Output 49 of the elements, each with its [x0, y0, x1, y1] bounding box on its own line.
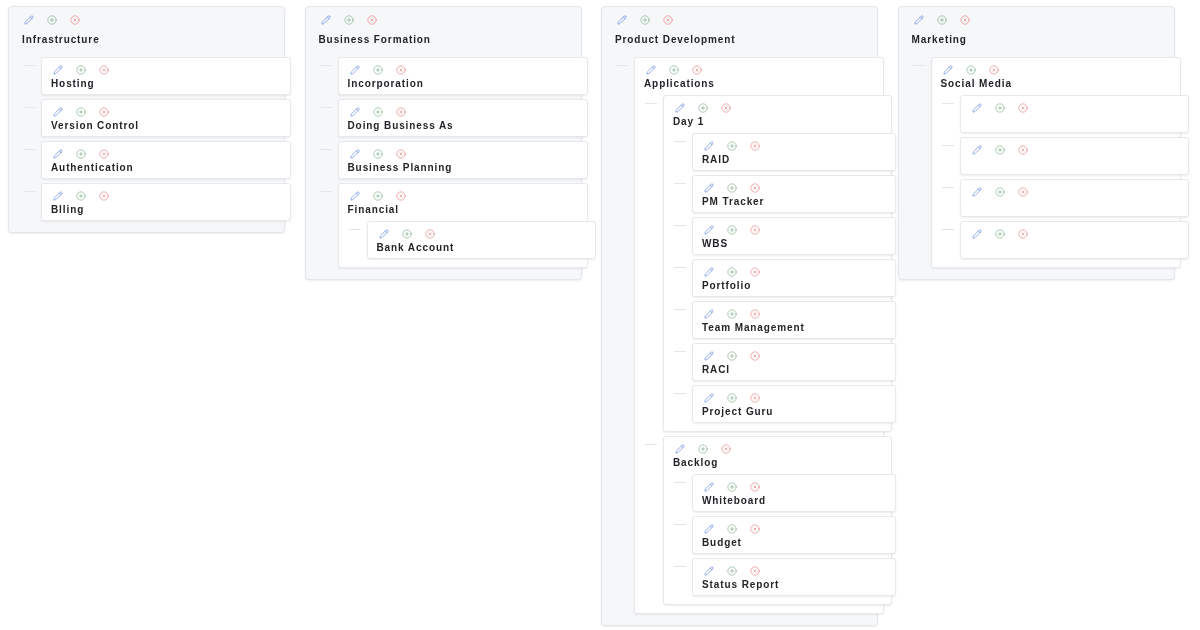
item-title: Applications [644, 77, 716, 90]
item-title: Hosting [51, 77, 96, 90]
item-card [337, 99, 588, 137]
item-card [692, 259, 896, 297]
item-title: Authentication [51, 161, 135, 174]
item-title: Financial [347, 203, 400, 216]
item-card [337, 57, 588, 95]
item-card [692, 301, 896, 339]
item-title: Doing Business As [347, 119, 455, 132]
item-card [959, 179, 1189, 217]
item-card [959, 137, 1189, 175]
item-title: PM Tracker [702, 195, 766, 208]
item-card [366, 221, 596, 259]
item-card [692, 175, 896, 213]
item-title: Social Media [940, 77, 1013, 90]
item-card [692, 343, 896, 381]
item-card [959, 95, 1189, 133]
item-card [692, 133, 896, 171]
item-card [337, 141, 588, 179]
item-title: Whiteboard [702, 494, 767, 507]
item-title: Backlog [673, 456, 720, 469]
item-card [959, 221, 1189, 259]
item-card [41, 141, 291, 179]
category-title: Infrastructure [22, 33, 101, 46]
item-card [692, 558, 896, 596]
item-title: Day 1 [673, 115, 706, 128]
item-title: WBS [702, 237, 730, 250]
item-card [41, 57, 291, 95]
item-card [41, 183, 291, 221]
item-card [692, 474, 896, 512]
category-title: Product Development [615, 33, 737, 46]
item-card [692, 516, 896, 554]
item-title: Business Planning [347, 161, 454, 174]
item-card [692, 217, 896, 255]
item-title: RAID [702, 153, 732, 166]
item-card [41, 99, 291, 137]
item-title: RACI [702, 363, 732, 376]
item-title: Status Report [702, 578, 781, 591]
item-title: Blling [51, 203, 86, 216]
item-title: Incorporation [347, 77, 425, 90]
item-title: Portfolio [702, 279, 753, 292]
item-title: Bank Account [376, 241, 456, 254]
category-title: Business Formation [318, 33, 432, 46]
category-title: Marketing [911, 33, 968, 46]
item-title: Version Control [51, 119, 140, 132]
item-title: Budget [702, 536, 743, 549]
item-card [692, 385, 896, 423]
item-title: Project Guru [702, 405, 775, 418]
item-title: Team Management [702, 321, 806, 334]
